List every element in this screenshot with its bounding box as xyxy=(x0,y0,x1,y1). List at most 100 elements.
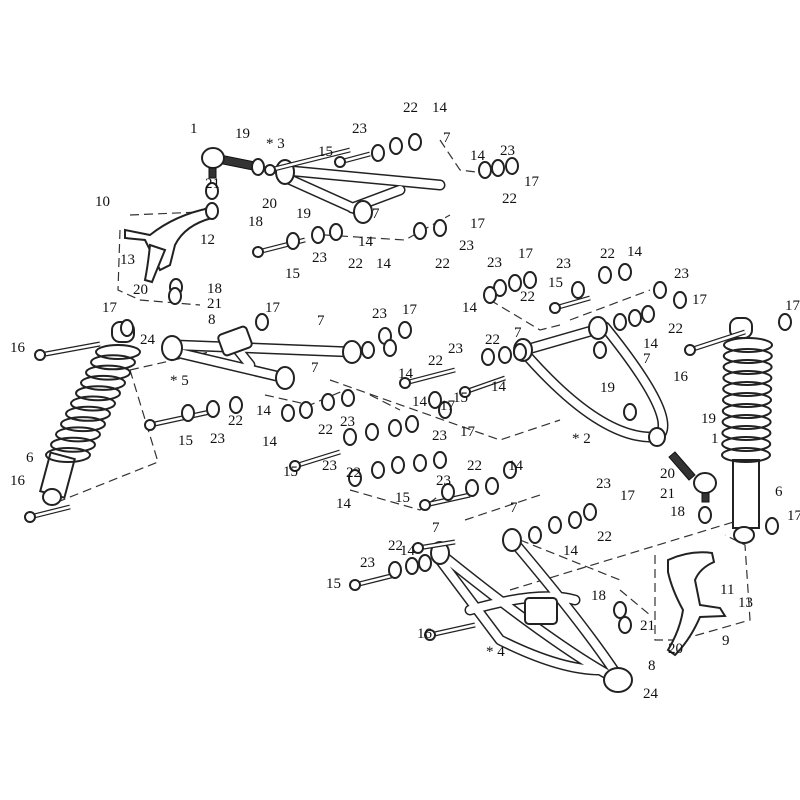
callout-number: 14 xyxy=(412,394,428,410)
callout-number: 14 xyxy=(336,496,352,512)
callout-number: 14 xyxy=(376,256,392,272)
washer-icon xyxy=(618,263,632,281)
callout-number: 7 xyxy=(510,500,518,516)
callout-number: 15 xyxy=(548,275,563,291)
washer-icon xyxy=(483,286,497,304)
callout-number: 18 xyxy=(248,214,263,230)
callout-number: 14 xyxy=(508,458,524,474)
callout-number: 17 xyxy=(402,302,418,318)
callout-number: 12 xyxy=(200,232,215,248)
washer-icon xyxy=(365,423,379,441)
callout-number: 22 xyxy=(600,246,615,262)
washer-icon xyxy=(485,477,499,495)
washer-icon xyxy=(613,313,627,331)
callout-number: 17 xyxy=(787,508,800,524)
lower-a-arm-5 xyxy=(161,325,362,390)
washer-icon xyxy=(388,419,402,437)
washer-icon xyxy=(653,281,667,299)
callout-number: 7 xyxy=(317,313,325,329)
callout-number: 23 xyxy=(322,458,337,474)
washer-icon xyxy=(433,451,447,469)
callout-number: 8 xyxy=(208,312,216,328)
callout-number: 6 xyxy=(775,484,783,500)
callout-number: 10 xyxy=(95,194,110,210)
callout-number: 15 xyxy=(178,433,193,449)
washer-icon xyxy=(205,202,219,220)
callout-number: 22 xyxy=(388,538,403,554)
callout-number: 14 xyxy=(358,234,374,250)
callout-number: 17 xyxy=(518,246,534,262)
callout-number: 16 xyxy=(417,626,433,642)
callout-number: 14 xyxy=(262,434,278,450)
washer-icon xyxy=(583,503,597,521)
callout-number: 22 xyxy=(435,256,450,272)
callout-number: 7 xyxy=(311,360,319,376)
washer-icon xyxy=(598,266,612,284)
washer-icon xyxy=(255,313,269,331)
washer-icon xyxy=(503,461,517,479)
callout-number: 7 xyxy=(643,351,651,367)
callout-number: 15 xyxy=(326,576,341,592)
shock-absorber-left xyxy=(39,321,141,506)
callout-number: 17 xyxy=(524,174,540,190)
washer-icon xyxy=(120,319,134,337)
washer-icon xyxy=(433,219,447,237)
callout-number: 23 xyxy=(556,256,571,272)
washer-icon xyxy=(698,506,712,524)
washer-icon xyxy=(321,393,335,411)
callout-number: 23 xyxy=(500,143,515,159)
washer-icon xyxy=(391,456,405,474)
callout-number: 14 xyxy=(462,300,478,316)
washer-icon xyxy=(513,343,527,361)
tie-rod-end-right xyxy=(668,451,717,503)
washer-icon xyxy=(181,404,195,422)
lower-a-arm-4 xyxy=(430,528,633,693)
washer-icon xyxy=(251,158,265,176)
washer-icon xyxy=(408,133,422,151)
callout-number: 21 xyxy=(205,176,220,192)
callout-number: 21 xyxy=(640,618,655,634)
washer-icon xyxy=(311,226,325,244)
steering-knuckle-right xyxy=(666,551,727,657)
upper-a-arm-2 xyxy=(513,316,669,447)
callout-number: 23 xyxy=(210,431,225,447)
callout-number: 14 xyxy=(563,543,579,559)
callout-number: 24 xyxy=(643,686,659,702)
tie-rod-end-left xyxy=(201,147,256,179)
washer-icon xyxy=(465,479,479,497)
washer-icon xyxy=(491,159,505,177)
shock-absorber-right xyxy=(721,317,773,544)
callout-number: 20 xyxy=(262,196,277,212)
washer-icon xyxy=(413,454,427,472)
callout-number: 17 xyxy=(460,424,476,440)
washer-icon xyxy=(388,561,402,579)
callout-number: 23 xyxy=(459,238,474,254)
callout-number: 18 xyxy=(670,504,685,520)
callout-number: 23 xyxy=(674,266,689,282)
callout-number: 22 xyxy=(502,191,517,207)
washer-icon xyxy=(383,339,397,357)
washer-icon xyxy=(528,526,542,544)
washer-icon xyxy=(428,391,442,409)
washer-icon xyxy=(371,144,385,162)
washer-icon xyxy=(498,346,512,364)
callout-number: 16 xyxy=(673,369,689,385)
callout-number: 14 xyxy=(398,366,414,382)
callout-number: 17 xyxy=(470,216,486,232)
callout-number: 14 xyxy=(491,379,507,395)
callout-number: 18 xyxy=(207,281,222,297)
callout-number: 17 xyxy=(440,398,456,414)
washer-icon xyxy=(478,161,492,179)
washer-icon xyxy=(508,274,522,292)
callout-number: 15 xyxy=(395,490,410,506)
callout-number: * 4 xyxy=(486,644,505,660)
washer-icon xyxy=(206,400,220,418)
washer-icon xyxy=(441,483,455,501)
callout-number: 14 xyxy=(470,148,486,164)
callout-number: 21 xyxy=(660,486,675,502)
callout-number: 20 xyxy=(660,466,675,482)
washer-icon xyxy=(281,404,295,422)
washer-icon xyxy=(765,517,779,535)
